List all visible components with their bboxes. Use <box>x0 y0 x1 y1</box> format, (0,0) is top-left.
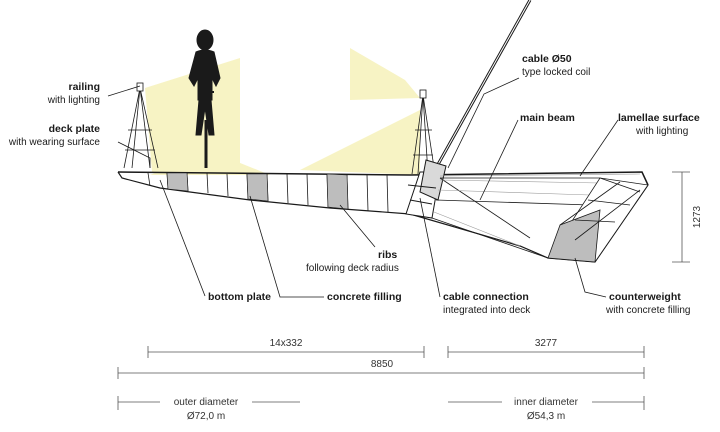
light-cone-right-upper <box>350 48 420 100</box>
dimension-height <box>672 171 690 263</box>
label-ribs-sub: following deck radius <box>306 263 399 274</box>
label-bottom-plate: bottom plate <box>208 291 271 303</box>
deck-plate <box>117 171 649 186</box>
leader-lines <box>107 77 619 298</box>
light-cones <box>145 48 420 175</box>
light-cone-rider <box>150 150 270 175</box>
label-ribs: ribs <box>378 249 397 261</box>
dimension-height-value: 1273 <box>692 205 703 228</box>
dimension-cantilever <box>447 346 645 358</box>
dimension-total-width <box>117 367 645 379</box>
main-beam <box>431 177 600 259</box>
label-inner-diameter: inner diameter <box>514 397 579 408</box>
cable <box>434 0 532 169</box>
label-railing: railing <box>68 81 100 93</box>
label-cable-connection: cable connection <box>443 291 529 303</box>
label-deck-plate: deck plate <box>49 123 101 135</box>
label-lamellae-sub: with lighting <box>635 126 688 137</box>
dimension-cantilever-value: 3277 <box>535 338 558 349</box>
dimension-outer-diameter <box>117 396 300 410</box>
counterweight <box>547 177 649 263</box>
railing-left <box>123 82 159 169</box>
label-counterweight: counterweight <box>609 291 681 303</box>
dimension-ribs-span-value: 14x332 <box>270 338 303 349</box>
label-cable: cable Ø50 <box>522 53 572 65</box>
cyclist-silhouette <box>188 29 221 168</box>
concrete-filling-cells <box>166 172 349 210</box>
label-outer-diameter: outer diameter <box>174 397 239 408</box>
lamellae-lines <box>433 173 641 247</box>
dimension-inner-diameter <box>448 396 645 410</box>
label-concrete-filling: concrete filling <box>327 291 402 303</box>
label-counterweight-sub: with concrete filling <box>605 305 690 316</box>
inner-diameter-value: Ø54,3 m <box>527 411 565 422</box>
outer-diameter-value: Ø72,0 m <box>187 411 225 422</box>
label-main-beam: main beam <box>520 112 575 124</box>
deck-section <box>117 159 649 263</box>
label-lamellae: lamellae surface <box>618 112 700 124</box>
label-cable-sub: type locked coil <box>522 67 590 78</box>
label-cable-connection-sub: integrated into deck <box>443 305 531 316</box>
light-cone-right-lower <box>300 110 420 175</box>
dimension-ribs-span <box>147 346 425 358</box>
label-deck-plate-sub: with wearing surface <box>8 137 101 148</box>
label-railing-sub: with lighting <box>47 95 100 106</box>
railing-right <box>411 89 436 175</box>
dimension-total-width-value: 8850 <box>371 359 394 370</box>
